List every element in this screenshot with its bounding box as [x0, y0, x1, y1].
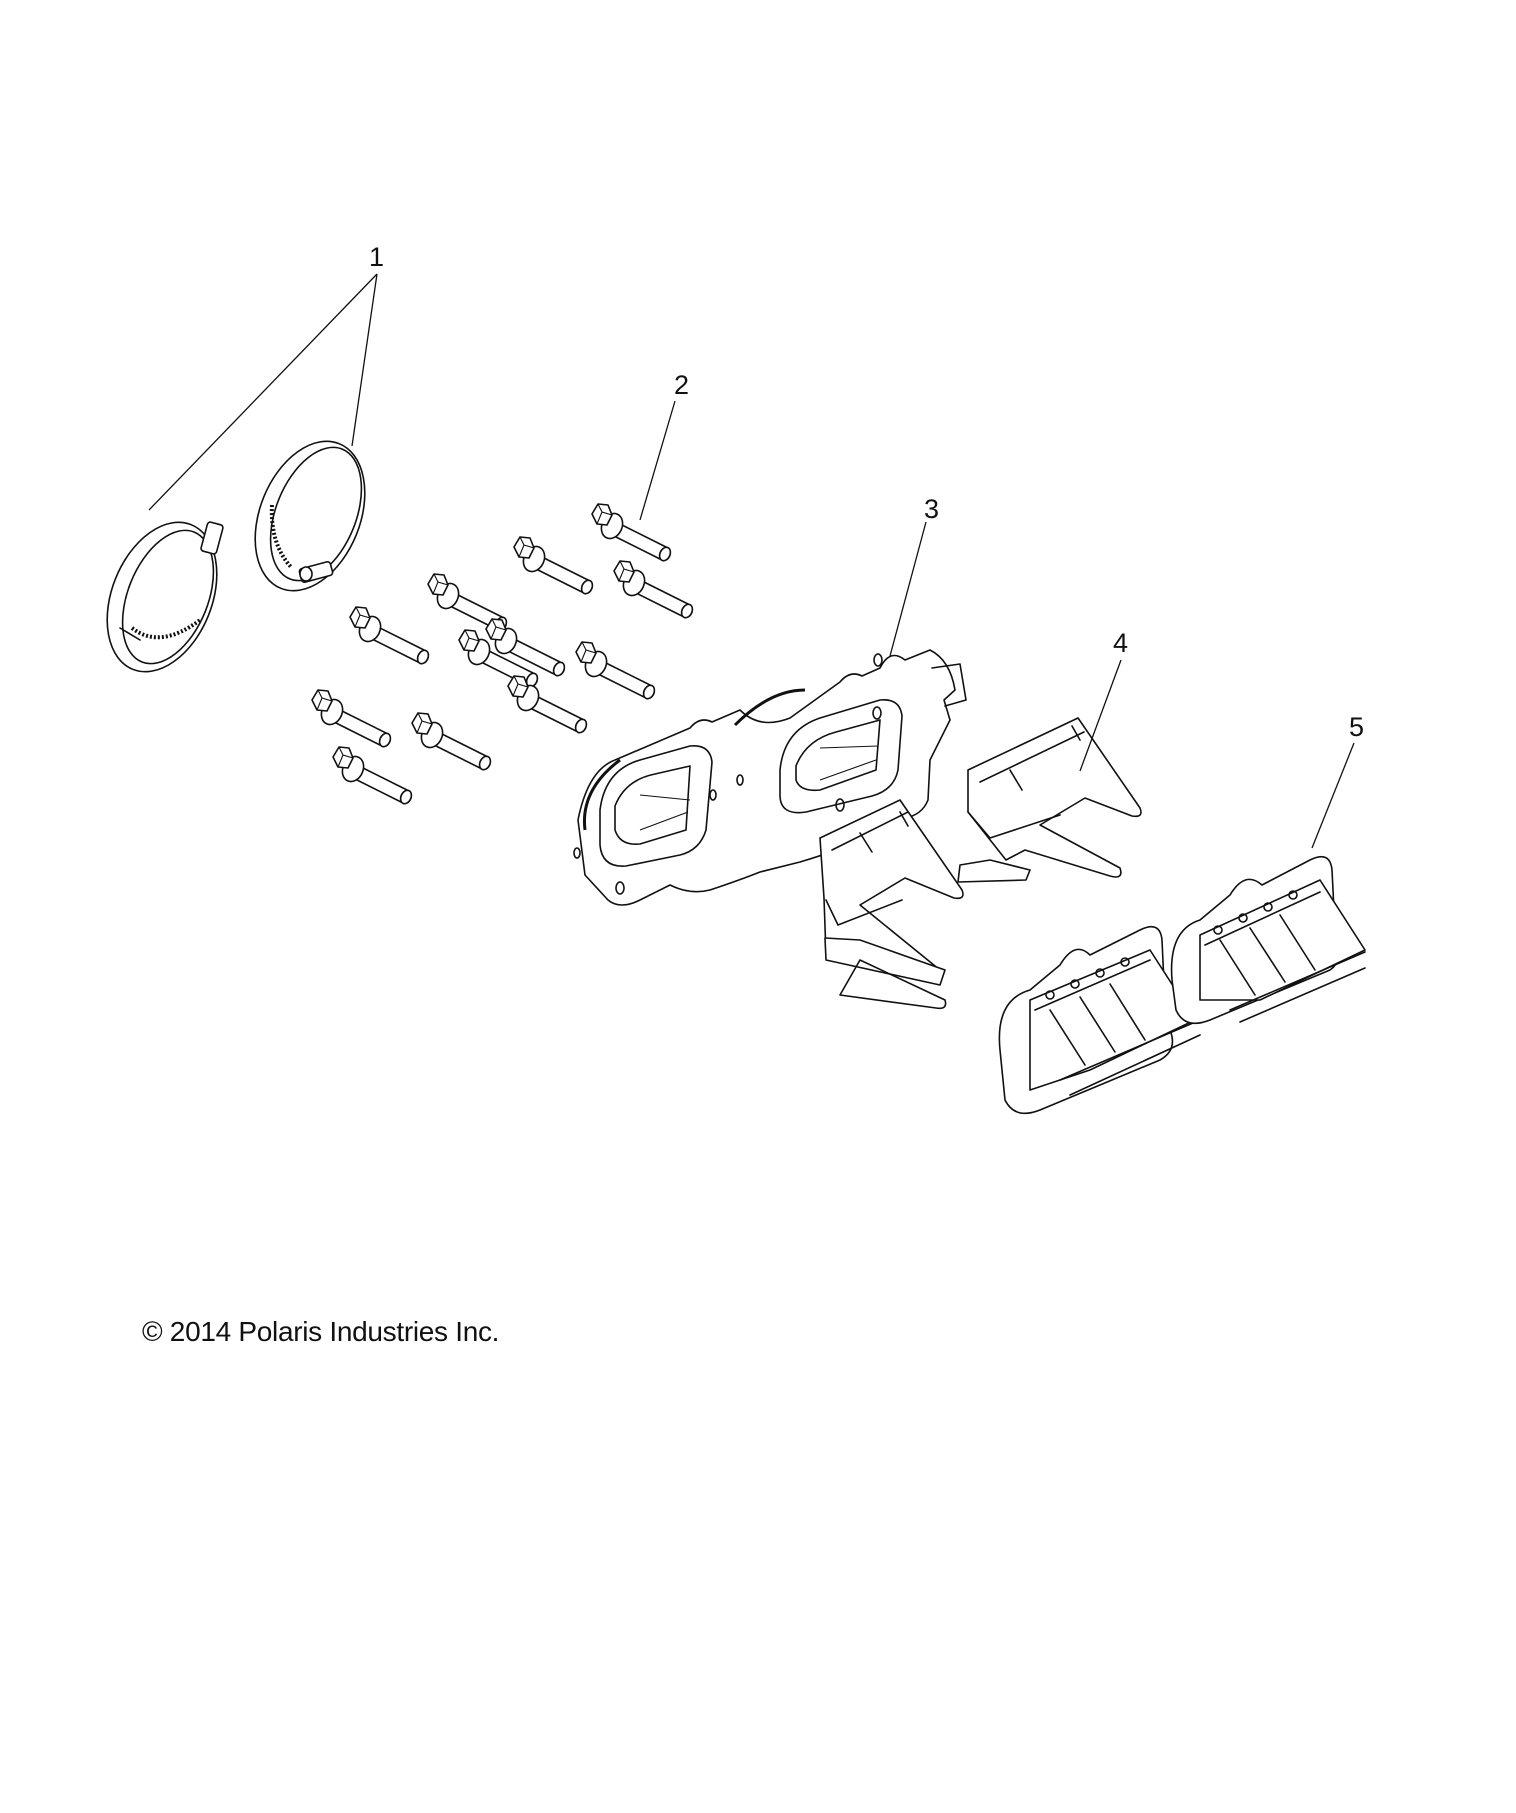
leader-line-2: [639, 400, 676, 521]
reed-stopper-insert-left[interactable]: [819, 799, 964, 1010]
callout-1[interactable]: 1: [369, 242, 384, 272]
callout-5[interactable]: 5: [1349, 712, 1364, 742]
callout-2[interactable]: 2: [674, 370, 689, 400]
callout-4[interactable]: 4: [1113, 628, 1128, 658]
flange-bolt[interactable]: [311, 689, 394, 750]
flange-bolt[interactable]: [349, 606, 432, 667]
flange-bolt[interactable]: [513, 536, 596, 597]
reed-valve-cage-right[interactable]: [1170, 855, 1366, 1025]
flange-bolt[interactable]: [332, 746, 415, 807]
flange-bolt[interactable]: [575, 641, 658, 702]
leader-lines: [148, 273, 1355, 849]
leader-line-3: [889, 521, 927, 657]
flange-bolt[interactable]: [507, 675, 590, 736]
hose-clamp-right[interactable]: [234, 425, 385, 607]
leader-line-5: [1311, 742, 1355, 849]
leader-line-1b: [351, 273, 378, 447]
copyright-notice: © 2014 Polaris Industries Inc.: [142, 1316, 500, 1347]
reed-valve-cage-left[interactable]: [998, 925, 1201, 1115]
leader-line-4: [1079, 659, 1122, 772]
callout-3[interactable]: 3: [924, 494, 939, 524]
flange-bolt[interactable]: [613, 560, 696, 621]
flange-bolt[interactable]: [591, 503, 674, 564]
flange-bolt[interactable]: [411, 712, 494, 773]
intake-gasket-plate[interactable]: [573, 649, 967, 906]
reed-stopper-insert-right[interactable]: [957, 717, 1142, 883]
hose-clamp-left[interactable]: [86, 506, 237, 688]
leader-line-1a: [148, 273, 378, 511]
